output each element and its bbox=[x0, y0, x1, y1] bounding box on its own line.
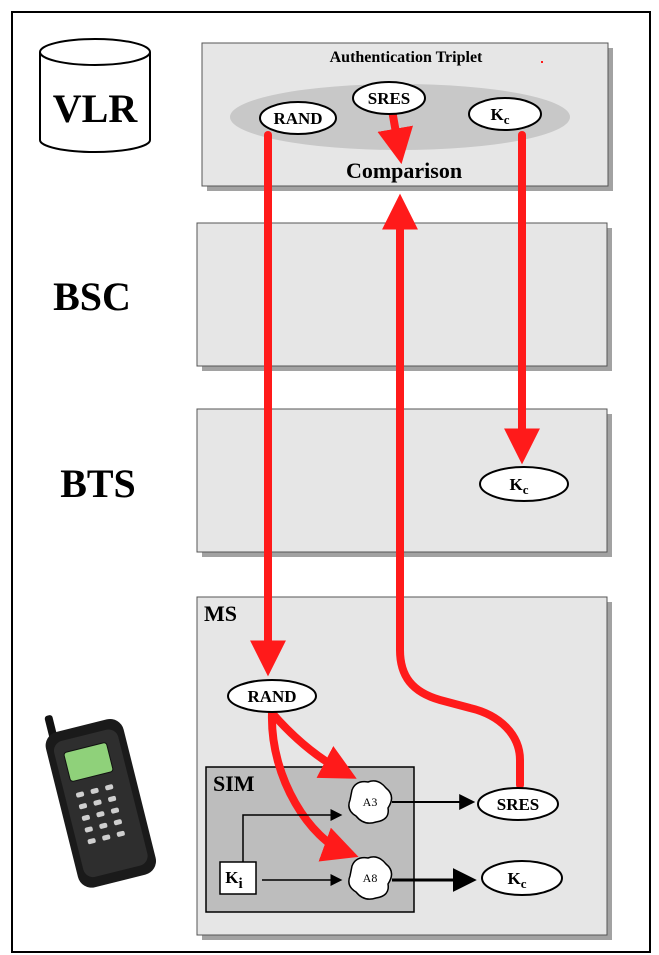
sres-node: SRES bbox=[352, 81, 426, 115]
sim-connectors bbox=[242, 794, 477, 892]
svg-text:SRES: SRES bbox=[497, 795, 540, 814]
rand-to-a3-arrow bbox=[268, 709, 357, 779]
ms-title: MS bbox=[204, 601, 237, 626]
rand-node-ms: RAND bbox=[227, 679, 317, 713]
svg-text:RAND: RAND bbox=[273, 109, 322, 128]
ki-key-box: Ki bbox=[219, 861, 257, 895]
svg-text:A3: A3 bbox=[363, 795, 378, 809]
svg-text:RAND: RAND bbox=[247, 687, 296, 706]
mobile-phone-icon bbox=[44, 715, 157, 888]
svg-text:Ki: Ki bbox=[225, 868, 242, 892]
stray-mark bbox=[541, 61, 543, 63]
a8-algorithm: A8 bbox=[348, 856, 393, 900]
bsc-panel bbox=[196, 222, 612, 371]
svg-text:Kc: Kc bbox=[490, 105, 509, 127]
svg-text:SRES: SRES bbox=[368, 89, 411, 108]
sres-to-comparison-arrow bbox=[377, 106, 414, 165]
svg-text:Kc: Kc bbox=[507, 869, 526, 891]
sres-node-ms: SRES bbox=[477, 787, 559, 821]
signal-paths bbox=[250, 106, 540, 862]
a3-algorithm: A3 bbox=[348, 780, 393, 824]
svg-text:A8: A8 bbox=[363, 871, 378, 885]
sres-up-arrow bbox=[382, 193, 524, 789]
comparison-label: Comparison bbox=[346, 158, 462, 183]
kc-node-vlr: Kc bbox=[468, 97, 542, 131]
rand-node: RAND bbox=[259, 101, 337, 135]
authentication-triplet-title: Authentication Triplet bbox=[330, 49, 483, 66]
bsc-label: BSC bbox=[53, 274, 131, 319]
svg-text:Kc: Kc bbox=[509, 475, 528, 497]
sim-title: SIM bbox=[213, 771, 255, 796]
database-cylinder-icon bbox=[39, 38, 151, 153]
kc-node-bts: Kc bbox=[479, 466, 569, 502]
bts-label: BTS bbox=[60, 461, 136, 506]
kc-node-ms: Kc bbox=[481, 860, 563, 896]
ki-to-a3-arrow bbox=[242, 809, 343, 880]
rand-to-a8-arrow bbox=[267, 709, 359, 862]
vlr-label: VLR bbox=[53, 86, 139, 131]
